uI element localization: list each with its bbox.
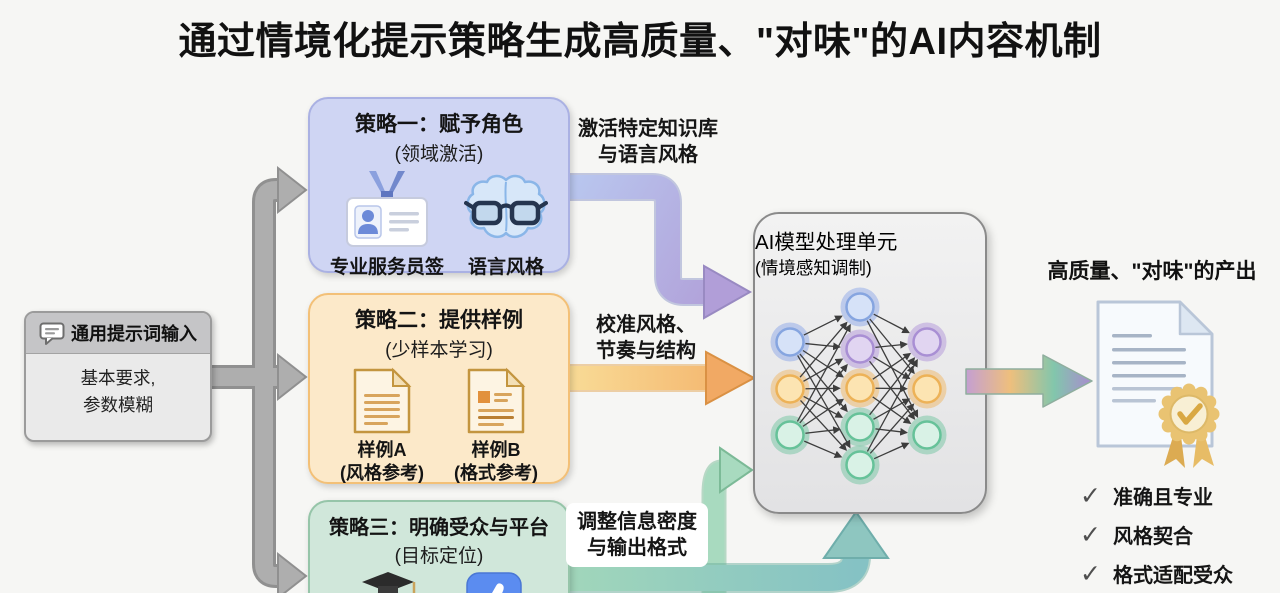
document-b-icon: [467, 367, 526, 434]
page-title: 通过情境化提示策略生成高质量、"对味"的AI内容机制: [178, 21, 1102, 63]
input-line-1: 基本要求,: [80, 368, 156, 388]
thumbs-up-icon: [466, 572, 522, 593]
strategy2-title: 策略二：提供样例: [355, 309, 523, 332]
check-icon: ✓: [1080, 481, 1101, 510]
document-a-icon: [353, 367, 412, 434]
check-icon: ✓: [1080, 559, 1101, 588]
strategy3-box: 策略三：明确受众与平台 (目标定位): [308, 500, 570, 593]
input-box-header: 通用提示词输入: [26, 313, 210, 354]
ai-unit-subtitle: (情境感知调制): [755, 258, 872, 278]
input-box-body: 基本要求, 参数模糊: [26, 354, 210, 419]
checklist-item: ✓ 风格契合: [1080, 520, 1193, 549]
strategy1-subtitle: (领域激活): [394, 144, 484, 165]
checklist-item: ✓ 准确且专业: [1080, 481, 1213, 510]
award-badge-icon: [1158, 383, 1220, 468]
neural-network-icon: [770, 287, 947, 485]
id-badge-icon: [345, 171, 428, 247]
arrow-label-strategy3: 调整信息密度 与输出格式: [566, 503, 708, 567]
generic-prompt-input-box: 通用提示词输入 基本要求, 参数模糊: [24, 311, 212, 442]
graduate-icon: [362, 572, 416, 593]
speech-bubble-icon: [39, 322, 65, 345]
strategy1-title: 策略一：赋予角色: [355, 113, 523, 136]
ai-model-unit-box: AI模型处理单元 (情境感知调制): [753, 212, 987, 514]
input-line-2: 参数模糊: [83, 395, 153, 416]
checklist-item: ✓ 格式适配受众: [1080, 559, 1233, 588]
arrow-label-strategy1: 激活特定知识库 与语言风格: [578, 118, 718, 166]
strategy2-subtitle: (少样本学习): [385, 340, 493, 361]
arrow-strategy3-to-ai-bottom: [556, 510, 890, 593]
strategy1-icon1-label: 专业服务员签: [329, 257, 444, 278]
strategy1-icon2-label: 语言风格: [467, 257, 544, 278]
strategy2-sampleB-label: 样例B (格式参考): [454, 440, 538, 483]
arrow-strategy2-to-ai: [566, 350, 757, 406]
output-checklist: ✓ 准确且专业 ✓ 风格契合 ✓ 格式适配受众: [1080, 481, 1233, 593]
brain-glasses-icon: [463, 174, 548, 239]
arrow-ai-to-output: [965, 354, 1093, 408]
strategy2-sampleA-label: 样例A (风格参考): [340, 440, 424, 483]
check-icon: ✓: [1080, 520, 1101, 549]
input-box-title: 通用提示词输入: [71, 324, 197, 344]
arrow-strategy3-to-ai-left: [701, 446, 754, 593]
strategy3-subtitle: (目标定位): [394, 546, 484, 567]
strategy1-box: 策略一：赋予角色 (领域激活) 专业服务员签: [308, 97, 570, 278]
strategy3-title: 策略三：明确受众与平台: [329, 517, 549, 539]
arrow-label-strategy2: 校准风格、 节奏与结构: [596, 314, 696, 362]
input-split-arrow: [208, 165, 308, 593]
strategy2-box: 策略二：提供样例 (少样本学习) 样例A (风格参考): [308, 293, 570, 484]
arrow-strategy1-to-ai: [566, 173, 753, 320]
output-title: 高质量、"对味"的产出: [1047, 260, 1257, 283]
certified-document-icon: [1096, 300, 1220, 468]
ai-unit-title: AI模型处理单元: [755, 231, 898, 254]
